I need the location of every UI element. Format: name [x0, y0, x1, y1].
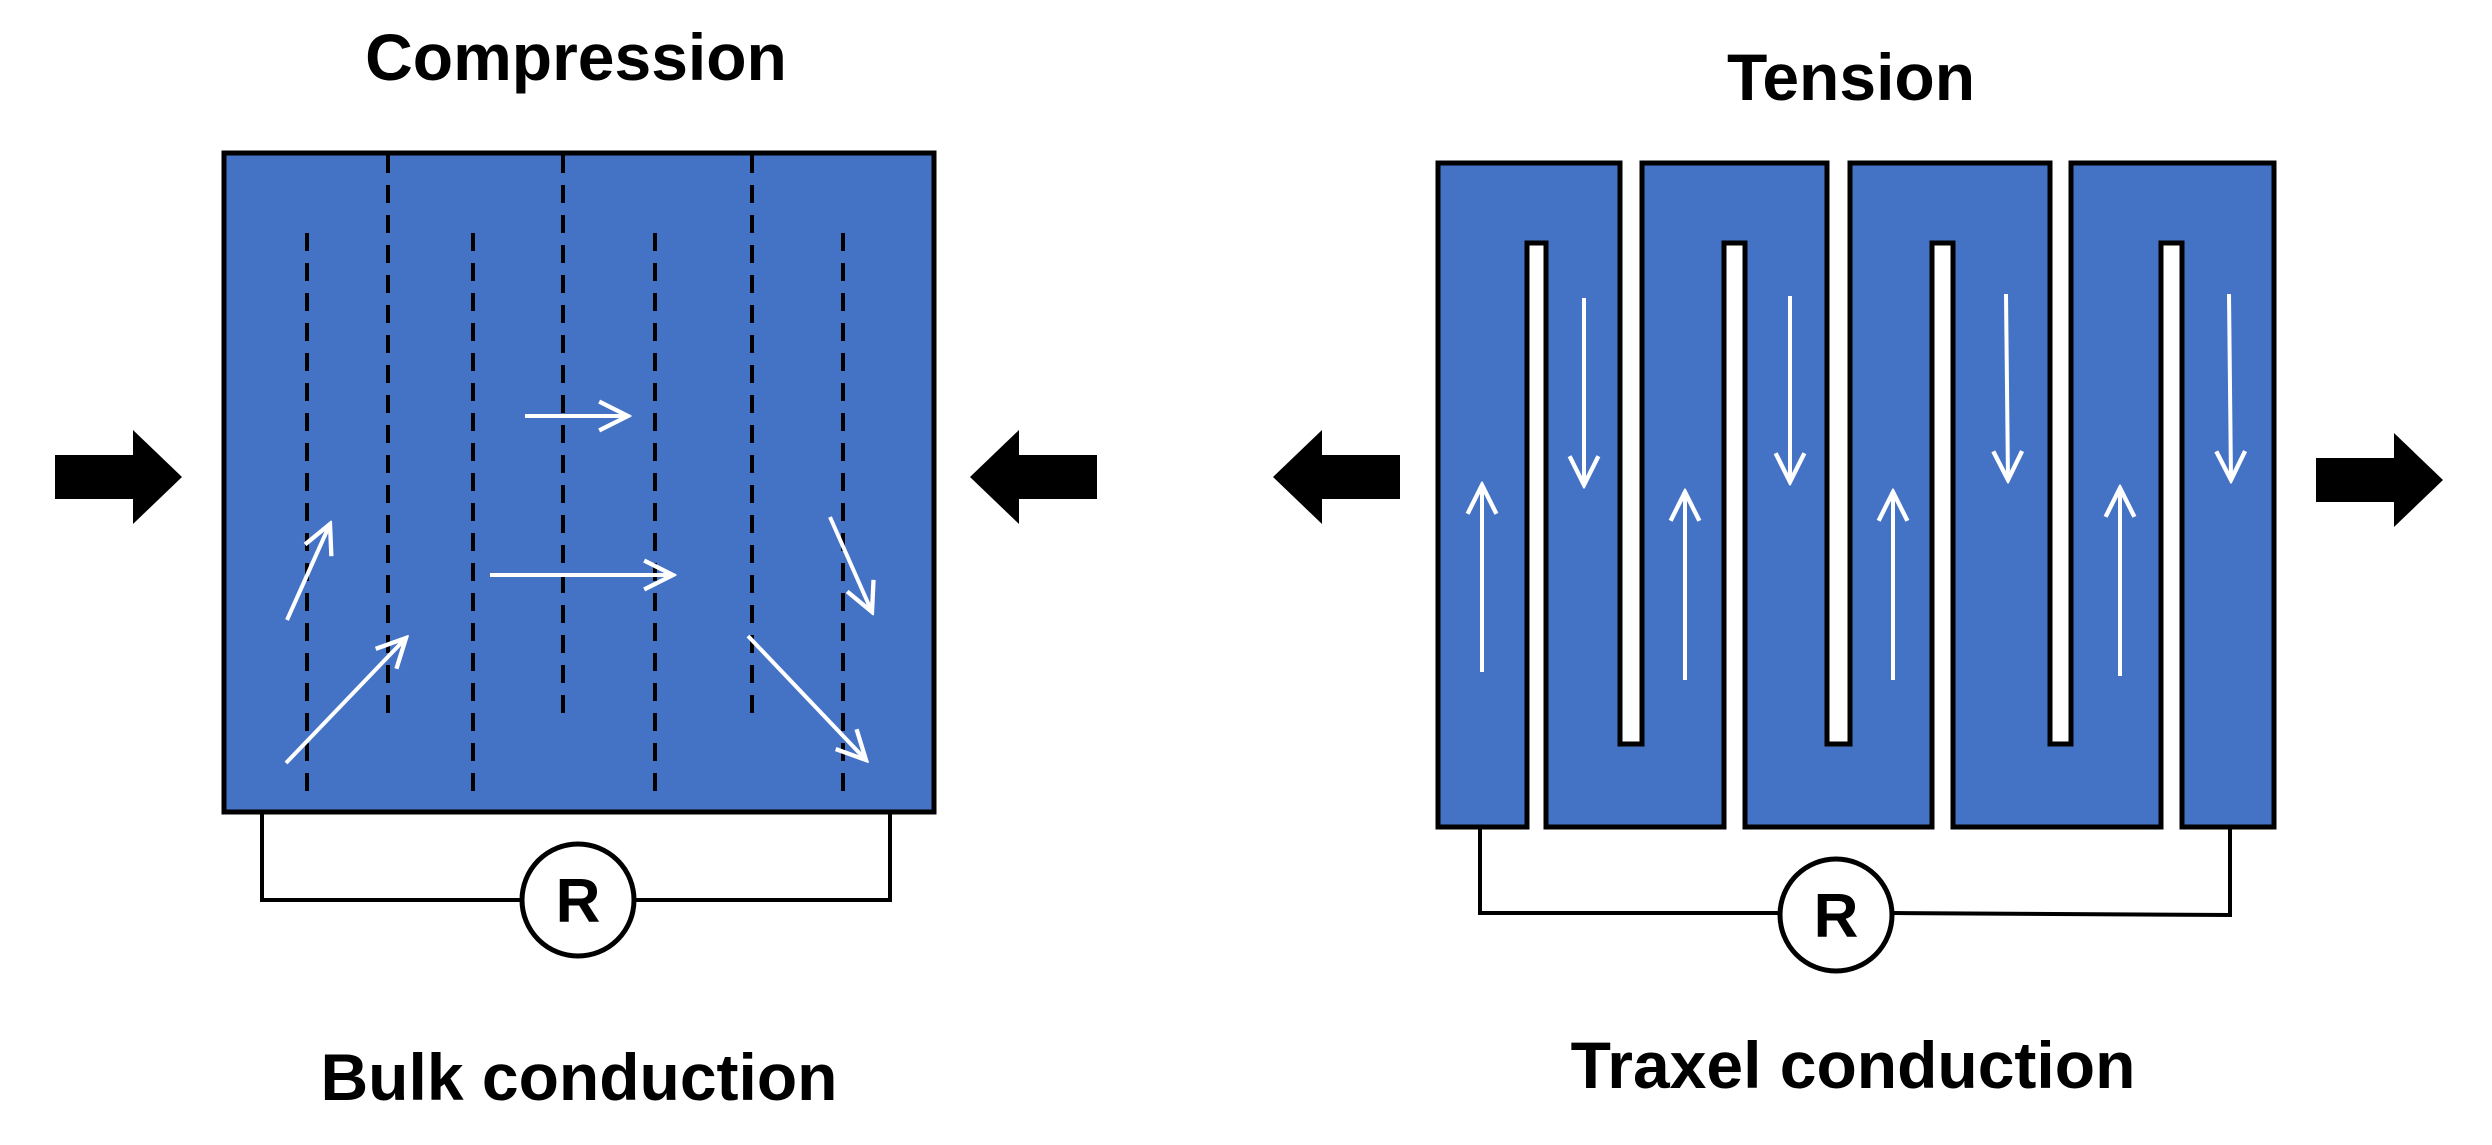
resistor-circle-icon: [1777, 856, 1895, 974]
compression-title: Compression: [365, 20, 787, 94]
thin-arrow-icon: [2229, 293, 2231, 480]
thin-arrow-icon: [828, 516, 872, 612]
block-arrow-icon: [2316, 433, 2443, 527]
tension-title: Tension: [1727, 40, 1975, 114]
compression-sensor-block: [221, 150, 937, 815]
thin-arrow-icon: [2006, 293, 2008, 480]
block-arrow-icon: [55, 430, 182, 524]
block-arrow-icon: [970, 430, 1097, 524]
compression-resistor-label: R: [556, 867, 601, 936]
resistor-circle-icon: [519, 841, 637, 959]
compression-circuit-wire: [260, 812, 892, 902]
tension-circuit-wire: [1478, 827, 2232, 918]
compression-current-arrows: [284, 416, 872, 765]
tension-caption: Traxel conduction: [1571, 1028, 2136, 1102]
compression-panel: Compression R Bulk: [55, 20, 1097, 1114]
tension-current-arrows: [1482, 293, 2231, 680]
thin-arrow-icon: [284, 638, 406, 765]
tension-panel: Tension R Traxel conduction: [1273, 40, 2443, 1102]
compression-dashed-lines: [305, 155, 845, 797]
block-arrow-icon: [1273, 430, 1400, 524]
tension-serpentine-sensor: [1435, 160, 2277, 830]
thin-arrow-icon: [285, 524, 330, 621]
compression-caption: Bulk conduction: [321, 1040, 838, 1114]
tension-resistor-label: R: [1814, 882, 1859, 951]
thin-arrow-icon: [746, 634, 866, 760]
